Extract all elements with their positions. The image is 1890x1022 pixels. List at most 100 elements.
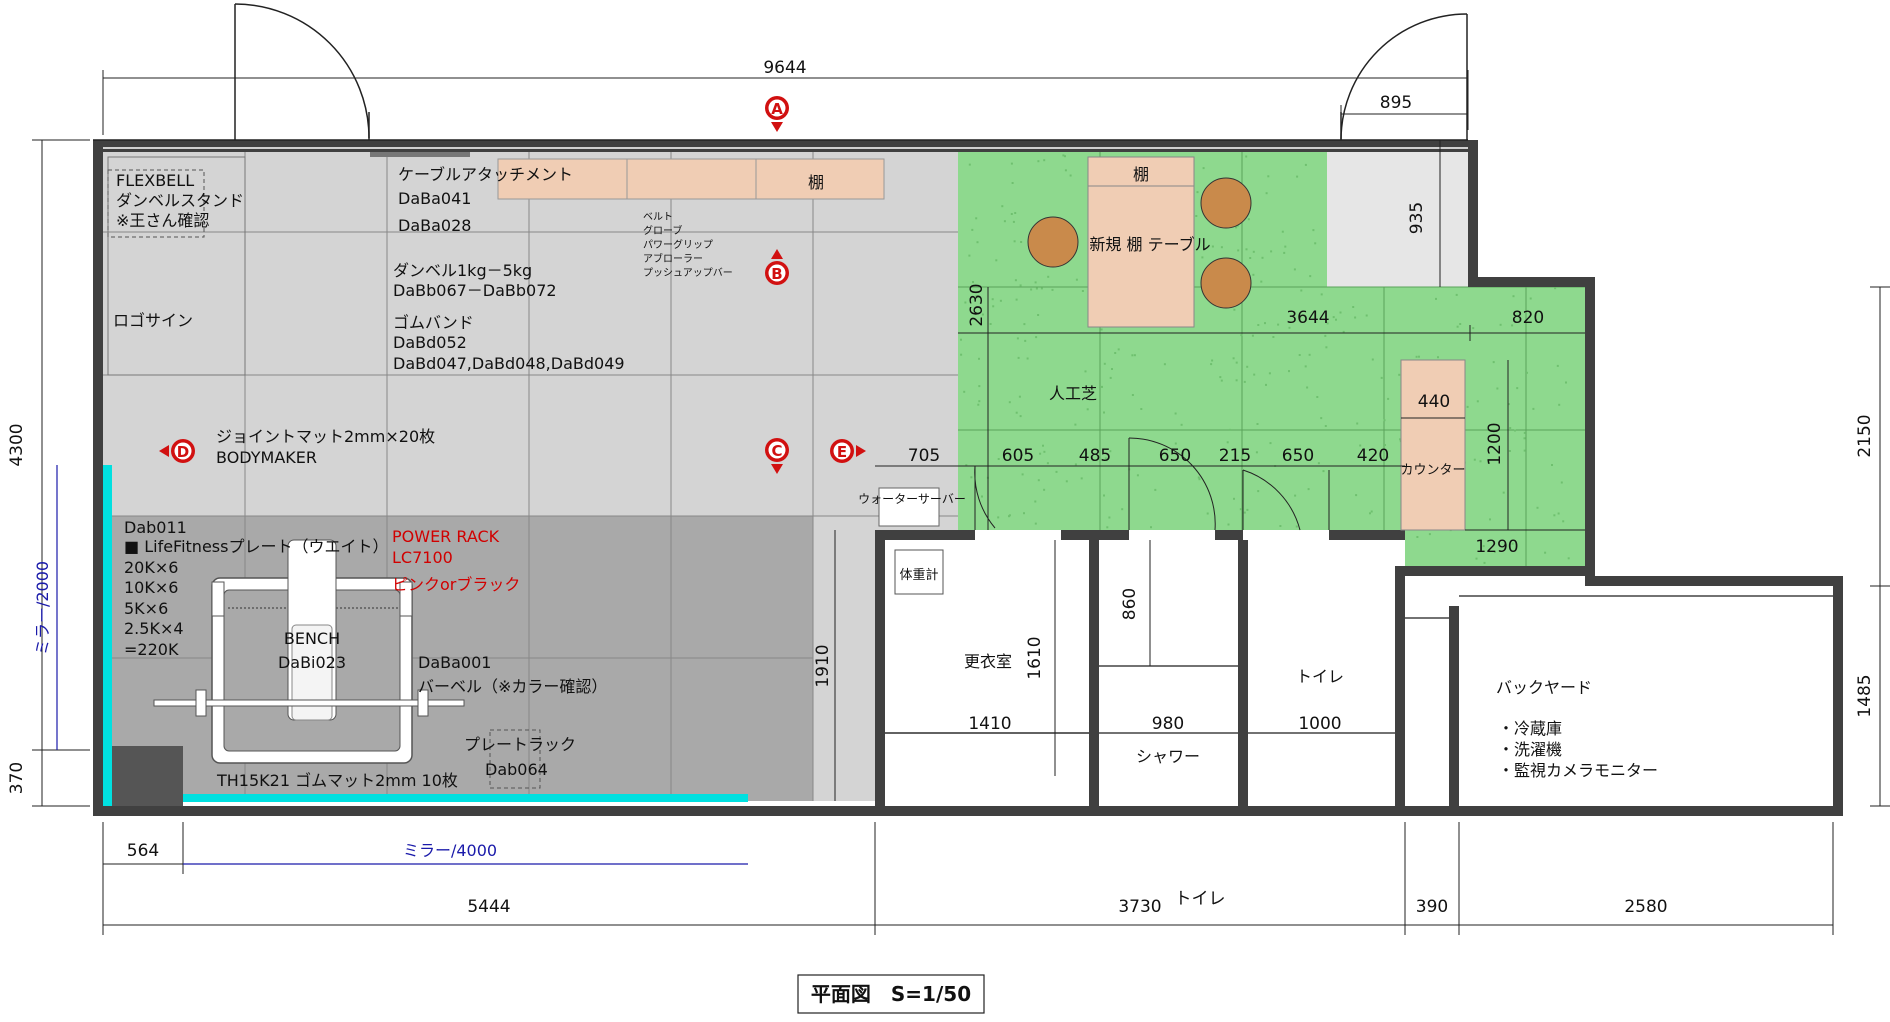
turf-speckle — [1237, 249, 1240, 252]
dim-1910: 1910 — [813, 644, 833, 687]
inner-doors — [974, 437, 1330, 531]
label-rubber-mat: TH15K21 ゴムマット2mm 10枚 — [216, 771, 458, 790]
turf-speckle — [1196, 191, 1199, 194]
stool-top-right — [1200, 177, 1252, 229]
turf-speckle — [1206, 512, 1209, 515]
turf-speckle — [1415, 355, 1418, 358]
turf-speckle — [1023, 323, 1026, 326]
entrance-door-left[interactable] — [234, 3, 370, 140]
turf-speckle — [1304, 365, 1307, 368]
marker-c[interactable]: C — [765, 438, 789, 474]
label-joint-mat: ジョイントマット2mm×20枚 — [216, 427, 435, 446]
marker-e[interactable]: E — [830, 439, 866, 463]
turf-speckle — [1037, 479, 1040, 482]
turf-speckle — [997, 458, 1000, 460]
turf-speckle — [1279, 525, 1282, 527]
turf-speckle — [1509, 427, 1512, 429]
label-plate-heading: ■ LifeFitnessプレート（ウエイト） — [124, 537, 388, 556]
turf-speckle — [960, 353, 963, 356]
turf-speckle — [1324, 425, 1327, 427]
turf-speckle — [1220, 379, 1223, 382]
artificial-turf-area — [958, 152, 1585, 566]
turf-speckle — [1295, 525, 1298, 528]
turf-speckle — [1163, 363, 1166, 366]
turf-speckle — [1487, 461, 1490, 464]
turf-speckle — [1526, 371, 1528, 374]
dim-605: 605 — [1002, 446, 1034, 466]
turf-speckle — [1235, 361, 1238, 364]
turf-speckle — [1293, 268, 1296, 271]
entrance-door-right[interactable] — [1340, 13, 1468, 141]
turf-speckle — [1109, 376, 1112, 379]
label-fridge: ・冷蔵庫 — [1498, 719, 1562, 738]
turf-speckle — [1043, 159, 1046, 162]
turf-speckle — [1182, 457, 1185, 460]
svg-text:C: C — [771, 442, 782, 460]
turf-speckle — [1103, 362, 1106, 365]
turf-speckle — [1133, 354, 1136, 357]
marker-d[interactable]: D — [159, 439, 195, 463]
turf-speckle — [1283, 251, 1286, 254]
turf-speckle — [1320, 293, 1323, 296]
dim-top-total: 9644 — [763, 58, 806, 78]
dim-right-lower: 1485 — [1855, 674, 1875, 717]
label-pushup-bar: プッシュアップバー — [643, 267, 733, 279]
dim-650a: 650 — [1159, 446, 1191, 466]
turf-speckle — [1114, 352, 1117, 354]
marker-b[interactable]: B — [765, 249, 789, 285]
label-plate-rack: プレートラック — [464, 735, 576, 754]
turf-speckle — [1051, 288, 1054, 291]
turf-speckle — [1220, 246, 1223, 249]
turf-speckle — [1322, 470, 1325, 473]
turf-speckle — [1335, 318, 1337, 321]
corner-floor — [1327, 152, 1468, 287]
svg-text:E: E — [837, 443, 847, 461]
turf-speckle — [992, 305, 995, 308]
label-cable-attachment: ケーブルアタッチメント — [398, 165, 573, 184]
wall-shelf — [497, 158, 885, 200]
turf-speckle — [1387, 397, 1390, 400]
dim-bottom-390: 390 — [1416, 897, 1448, 917]
turf-speckle — [1034, 500, 1037, 503]
turf-speckle — [1074, 463, 1077, 466]
turf-speckle — [1272, 336, 1275, 338]
turf-speckle — [1508, 450, 1511, 452]
turf-speckle — [1040, 287, 1043, 290]
turf-speckle — [1240, 334, 1243, 337]
turf-speckle — [1026, 357, 1029, 360]
turf-speckle — [1104, 457, 1107, 460]
turf-speckle — [1356, 422, 1359, 425]
turf-speckle — [1003, 220, 1006, 223]
turf-speckle — [1339, 311, 1342, 314]
dim-705: 705 — [908, 446, 940, 466]
turf-speckle — [965, 464, 968, 467]
turf-speckle — [1260, 280, 1263, 283]
turf-speckle — [1267, 175, 1270, 178]
label-power-rack: POWER RACK — [392, 527, 500, 546]
turf-speckle — [1202, 167, 1205, 170]
dim-860: 860 — [1120, 588, 1140, 620]
turf-speckle — [1017, 356, 1020, 359]
turf-speckle — [1437, 356, 1439, 359]
turf-speckle — [1131, 354, 1134, 357]
turf-speckle — [1232, 357, 1235, 360]
label-shower: シャワー — [1136, 747, 1200, 766]
label-bodymaker: BODYMAKER — [216, 448, 317, 467]
turf-speckle — [1111, 368, 1113, 370]
turf-speckle — [1016, 337, 1019, 340]
turf-speckle — [1277, 323, 1280, 326]
turf-speckle — [1174, 442, 1177, 445]
turf-speckle — [1064, 169, 1067, 172]
turf-speckle — [1556, 364, 1559, 367]
turf-speckle — [1035, 336, 1038, 339]
turf-speckle — [1101, 385, 1103, 388]
stool-left — [1027, 216, 1079, 268]
turf-speckle — [1399, 438, 1402, 441]
dim-bottom-toilet: トイレ — [1175, 889, 1226, 909]
turf-speckle — [1131, 394, 1134, 396]
turf-speckle — [1355, 494, 1358, 497]
turf-speckle — [1511, 324, 1514, 327]
marker-a[interactable]: A — [765, 96, 789, 132]
turf-speckle — [1342, 330, 1345, 333]
